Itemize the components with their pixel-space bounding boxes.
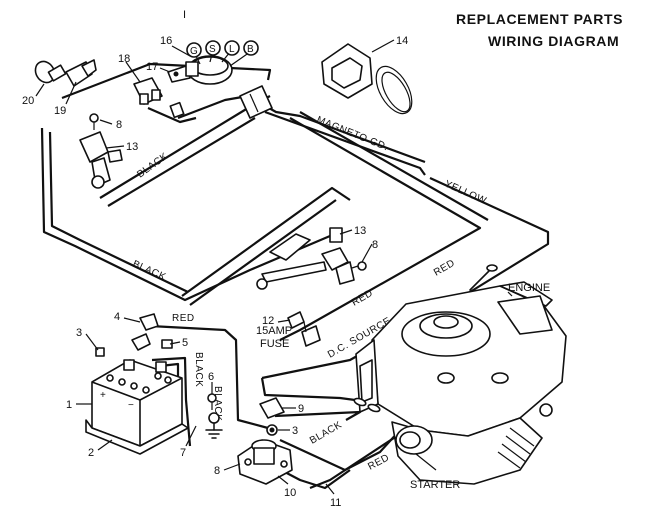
light-switch bbox=[133, 77, 163, 105]
fuse-label-line2: FUSE bbox=[260, 338, 289, 350]
battery: + − bbox=[91, 359, 183, 447]
label-black-left: BLACK bbox=[131, 259, 168, 283]
fuse-label-line1: 15AMP bbox=[256, 325, 292, 337]
engine-label: ENGINE bbox=[508, 282, 550, 294]
part-number-3-left: 3 bbox=[76, 327, 82, 339]
part-number-8-upper: 8 bbox=[116, 119, 122, 131]
seat-switch bbox=[321, 43, 413, 115]
ground-symbol bbox=[205, 412, 223, 439]
part-number-11: 11 bbox=[330, 497, 341, 509]
part-number-8-lower: 8 bbox=[214, 465, 220, 477]
connector-part-9 bbox=[259, 397, 285, 419]
headlight-wire bbox=[147, 106, 197, 124]
yellow-wire bbox=[429, 176, 550, 293]
part-number-17: 17 bbox=[146, 61, 158, 73]
part-number-8-middle: 8 bbox=[372, 239, 378, 251]
part-number-12: 12 bbox=[262, 315, 274, 327]
ignition-switch bbox=[169, 55, 233, 119]
part-number-14: 14 bbox=[396, 35, 408, 47]
part-number-6: 6 bbox=[208, 371, 214, 383]
title-line-1: REPLACEMENT PARTS bbox=[456, 11, 623, 27]
terminal-hardware bbox=[95, 313, 173, 357]
headlight-bulb bbox=[34, 60, 67, 84]
label-yellow: YELLOW bbox=[443, 179, 488, 207]
magneto-ground-wire bbox=[264, 110, 426, 176]
black-wire-left-loop bbox=[40, 127, 331, 302]
battery-black-wire bbox=[151, 356, 192, 447]
switch-terminals: G S L B bbox=[186, 40, 259, 67]
label-red-mid: RED bbox=[350, 288, 375, 309]
black-wire-upper-inner bbox=[107, 117, 256, 207]
starter-label: STARTER bbox=[410, 479, 460, 491]
module-wire-upper bbox=[181, 186, 351, 297]
nut-part-3 bbox=[266, 424, 278, 436]
part-number-3-lower: 3 bbox=[292, 425, 298, 437]
fuse-holder bbox=[287, 311, 321, 347]
part-number-20: 20 bbox=[22, 95, 34, 107]
engine bbox=[355, 264, 567, 485]
part-numbers: 20 19 18 17 16 14 8 13 13 8 12 4 3 5 1 2… bbox=[22, 35, 408, 509]
label-black-upper: BLACK bbox=[135, 151, 170, 181]
label-red-right: RED bbox=[432, 258, 457, 279]
dc-source-wire-lower bbox=[260, 377, 371, 404]
label-black-vertical: BLACK bbox=[193, 352, 204, 387]
label-black-lower-b: BLACK bbox=[212, 386, 223, 421]
svg-text:−: − bbox=[128, 400, 134, 411]
part-number-19: 19 bbox=[54, 105, 66, 117]
battery-tray bbox=[85, 419, 189, 455]
part-number-7: 7 bbox=[180, 447, 186, 459]
label-red-battery: RED bbox=[172, 313, 195, 324]
screw-upper bbox=[89, 113, 99, 130]
title-line-2: WIRING DIAGRAM bbox=[488, 33, 619, 49]
terminal-s: S bbox=[209, 44, 216, 55]
part-number-5: 5 bbox=[182, 337, 188, 349]
engine-leader bbox=[507, 291, 513, 297]
label-black-lower-a: BLACK bbox=[308, 419, 344, 446]
terminal-b: B bbox=[247, 44, 254, 55]
black-wire-lower bbox=[274, 410, 362, 421]
leader-lines bbox=[35, 39, 395, 495]
battery-red-wire bbox=[149, 324, 269, 430]
harness-connector bbox=[239, 85, 273, 119]
screw-middle bbox=[351, 261, 367, 271]
terminal-l: L bbox=[229, 44, 235, 55]
interlock-switch-left bbox=[79, 131, 123, 189]
ignition-key bbox=[167, 65, 191, 83]
part-number-16: 16 bbox=[160, 35, 172, 47]
red-wire-main-inner bbox=[299, 111, 489, 221]
part-number-4: 4 bbox=[114, 311, 120, 323]
bulb-socket bbox=[65, 59, 97, 87]
inline-connector bbox=[353, 397, 381, 413]
svg-text:+: + bbox=[100, 390, 106, 401]
part-number-13-middle: 13 bbox=[354, 225, 366, 237]
part-number-18: 18 bbox=[118, 53, 130, 65]
part-number-10: 10 bbox=[284, 487, 296, 499]
part-number-1: 1 bbox=[66, 399, 72, 411]
black-wire-left-inner bbox=[48, 131, 189, 293]
red-wire-main bbox=[279, 117, 482, 341]
part-number-9: 9 bbox=[298, 403, 304, 415]
part-number-13-left: 13 bbox=[126, 141, 138, 153]
top-mark: I bbox=[183, 9, 186, 21]
label-red-bottom: RED bbox=[366, 452, 391, 472]
starter-leader bbox=[415, 453, 437, 471]
starter-solenoid bbox=[237, 439, 293, 485]
module-wire-inner bbox=[189, 199, 337, 306]
starter-red-wire-b bbox=[309, 433, 401, 490]
interlock-module bbox=[256, 227, 355, 290]
part-number-2: 2 bbox=[88, 447, 94, 459]
terminal-g: G bbox=[190, 46, 198, 57]
